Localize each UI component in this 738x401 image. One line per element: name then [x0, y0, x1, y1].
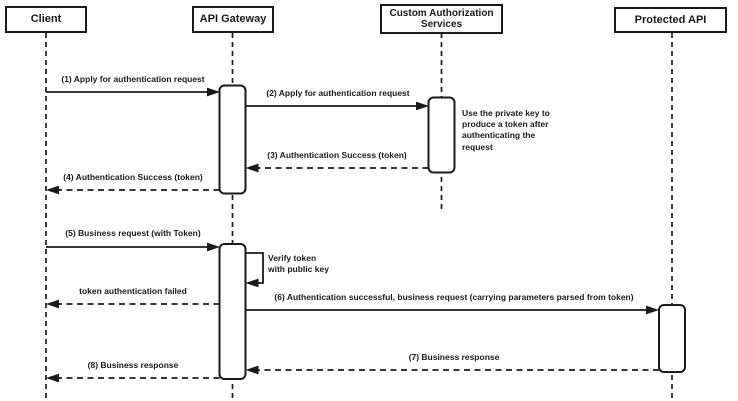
- message-7-label: (7) Business response: [408, 352, 500, 362]
- arrowhead: [245, 365, 259, 375]
- message-2-arrow: [245, 101, 429, 111]
- message-6-label: (6) Authentication successful, business …: [274, 292, 634, 302]
- arrowhead: [245, 278, 259, 288]
- actor-label: Client: [30, 13, 62, 26]
- message-5-label: (5) Business request (with Token): [65, 228, 201, 238]
- message-3-arrow: [245, 163, 429, 173]
- arrowhead: [207, 87, 220, 97]
- message-2-label: (2) Apply for authentication request: [266, 88, 410, 98]
- message-5-arrow: [46, 242, 220, 252]
- message-verify-self-arrow: [245, 252, 264, 288]
- actor-label: API Gateway: [199, 13, 267, 26]
- message-3-label: (3) Authentication Success (token): [267, 150, 407, 160]
- arrowhead: [646, 305, 659, 315]
- activation-protected-api: [658, 304, 686, 373]
- actor-box-protected-api: Protected API: [614, 7, 727, 33]
- message-6-arrow: [245, 305, 659, 315]
- arrowhead: [207, 242, 220, 252]
- message-7-arrow: [245, 365, 659, 375]
- activation-api-gateway-1: [218, 84, 247, 195]
- actor-label: Protected API: [634, 13, 707, 26]
- activation-custom-authorization-services: [427, 96, 456, 174]
- actor-label: Custom Authorization Services: [389, 7, 494, 31]
- actor-box-client: Client: [5, 6, 87, 33]
- arrowhead: [46, 185, 59, 195]
- message-1-arrow: [46, 87, 220, 97]
- message-8-arrow: [46, 373, 220, 383]
- message-verify-label: Verify token with public key: [268, 253, 329, 274]
- arrowhead: [245, 163, 259, 173]
- note-private-key: Use the private key to produce a token a…: [462, 108, 550, 152]
- message-4-label: (4) Authentication Success (token): [63, 172, 203, 182]
- message-4-arrow: [46, 185, 220, 195]
- message-1-label: (1) Apply for authentication request: [61, 74, 205, 84]
- message-8-label: (8) Business response: [87, 360, 179, 370]
- message-failed-arrow: [46, 299, 220, 309]
- actor-box-api-gateway: API Gateway: [192, 6, 274, 33]
- arrowhead: [416, 101, 429, 111]
- message-failed-label: token authentication failed: [79, 286, 187, 296]
- arrowhead: [46, 299, 59, 309]
- arrowhead: [46, 373, 59, 383]
- actor-box-custom-authorization-services: Custom Authorization Services: [380, 4, 503, 34]
- activation-api-gateway-2: [218, 243, 247, 380]
